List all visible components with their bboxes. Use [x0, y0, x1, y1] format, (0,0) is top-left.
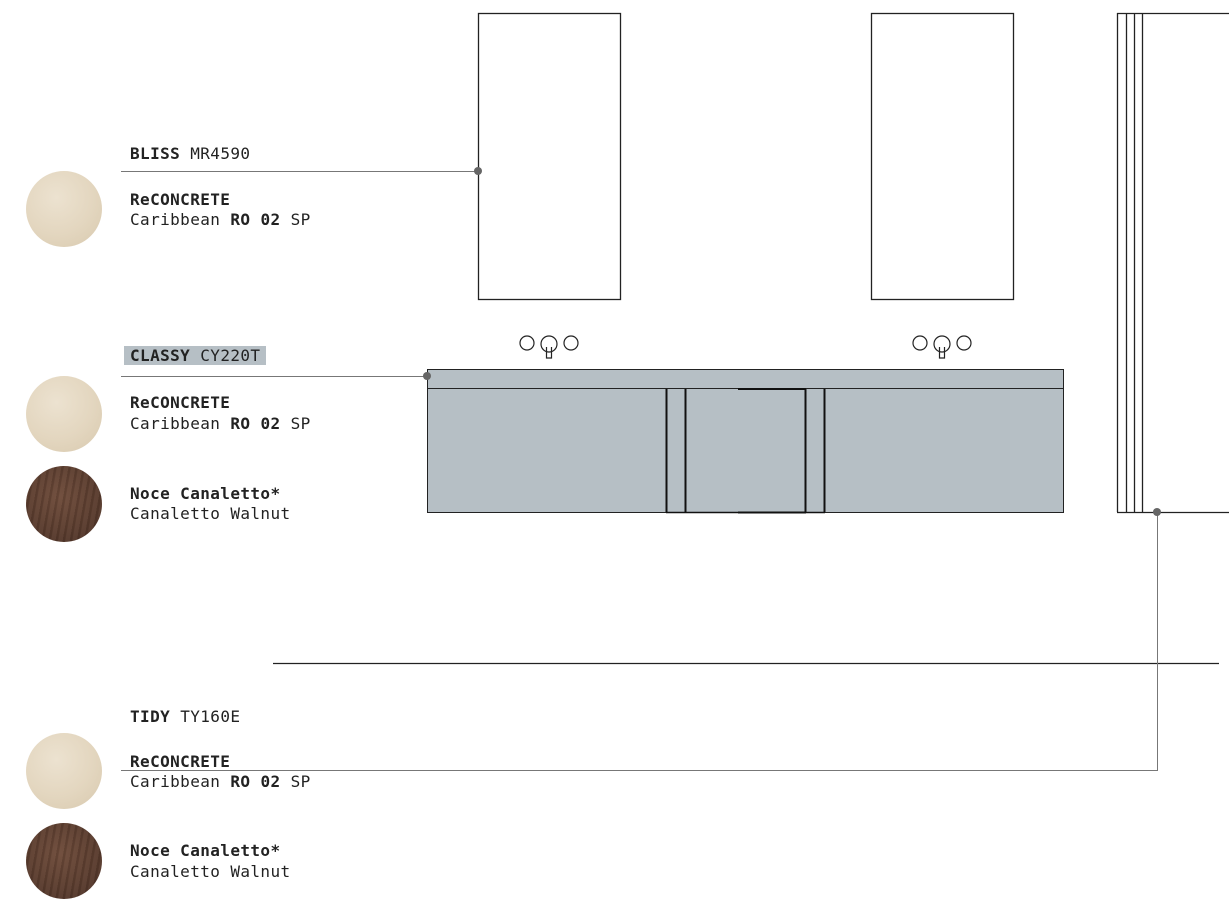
vanity — [427, 369, 1064, 514]
mirror-right — [870, 12, 1015, 301]
swatch-reconcrete — [26, 733, 102, 809]
product-title-bliss: BLISS MR4590 — [130, 144, 250, 164]
faucet-icon — [519, 335, 579, 359]
leader-dots — [423, 167, 1161, 516]
finish-material: Noce Canaletto* — [130, 484, 281, 503]
finish-color: Caribbean RO 02 SP — [130, 210, 311, 229]
product-name: BLISS — [130, 144, 181, 163]
leader-lines — [121, 171, 1158, 771]
swatch-walnut — [26, 823, 102, 899]
swatch-reconcrete — [26, 171, 102, 247]
finish-material: ReCONCRETE — [130, 752, 231, 771]
product-title-classy: CLASSY CY220T — [124, 346, 267, 366]
finish-color: Canaletto Walnut — [130, 862, 291, 881]
finish-color: Caribbean RO 02 SP — [130, 414, 311, 433]
finish-material: Noce Canaletto* — [130, 841, 281, 860]
product-code: MR4590 — [190, 144, 251, 163]
tall-cabinet — [1116, 12, 1229, 514]
mirror-left — [477, 12, 622, 301]
highlight-tag: CLASSY CY220T — [124, 346, 267, 365]
product-title-tidy: TIDY TY160E — [130, 707, 241, 726]
swatch-walnut — [26, 466, 102, 542]
swatch-reconcrete — [26, 376, 102, 452]
vanity-body — [427, 388, 1064, 513]
faucet-icon — [912, 335, 972, 359]
finish-color: Canaletto Walnut — [130, 504, 291, 523]
finish-material: ReCONCRETE — [130, 393, 231, 412]
vanity-top — [427, 369, 1064, 389]
finish-color: Caribbean RO 02 SP — [130, 772, 311, 791]
finish-material: ReCONCRETE — [130, 190, 231, 209]
